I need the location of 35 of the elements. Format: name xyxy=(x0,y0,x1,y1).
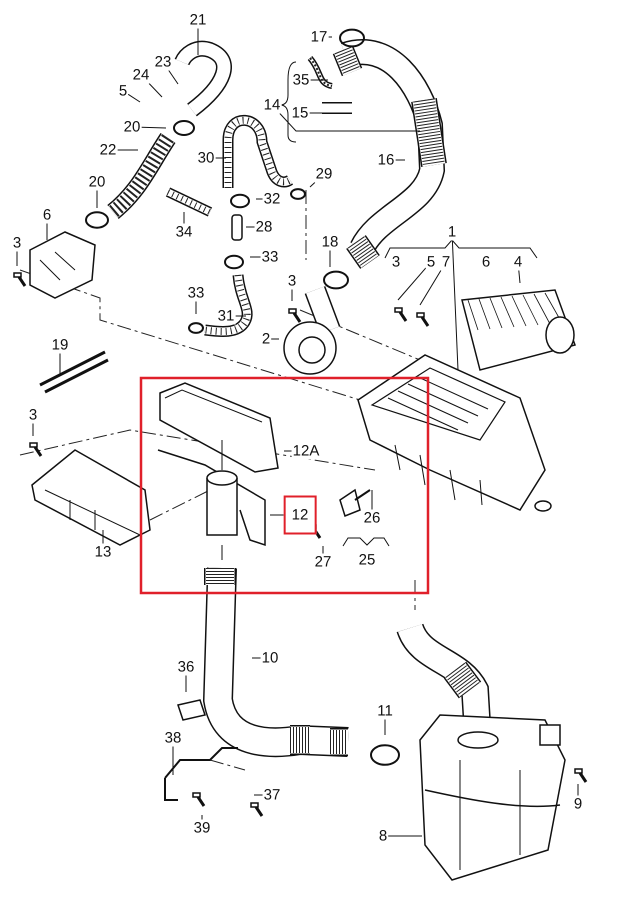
leader-line xyxy=(452,240,458,370)
leader-line xyxy=(398,267,426,300)
callout-number: 29 xyxy=(314,166,334,182)
callout-number: 12A xyxy=(292,442,320,460)
leader-line xyxy=(250,256,262,258)
callout-number: 1 xyxy=(446,224,458,240)
leader-line xyxy=(384,719,386,736)
leader-line xyxy=(96,190,98,208)
leader-line xyxy=(322,546,324,554)
leader-line xyxy=(172,746,174,776)
leader-line xyxy=(279,113,420,132)
leader-line xyxy=(168,70,178,84)
callout-number: 5 xyxy=(426,254,436,270)
leader-line xyxy=(148,83,162,98)
leader-line xyxy=(256,198,264,200)
leader-line xyxy=(310,182,316,188)
leader-line xyxy=(32,423,34,436)
leader-line xyxy=(140,126,166,128)
leader-line xyxy=(284,450,292,452)
leader-line xyxy=(46,223,48,240)
leader-line xyxy=(102,530,104,544)
callout-number: 24 xyxy=(132,66,150,84)
leader-line xyxy=(518,270,520,284)
callout-number: 31 xyxy=(216,308,236,324)
leader-line xyxy=(270,338,280,340)
leader-line xyxy=(254,794,264,796)
callout-number: 12 xyxy=(284,496,316,534)
leader-line xyxy=(246,226,256,228)
leader-line xyxy=(270,514,284,516)
leader-line xyxy=(308,112,340,114)
leader-line xyxy=(420,270,442,306)
callout-number: 14 xyxy=(262,96,282,114)
leader-line xyxy=(128,94,140,102)
leader-line xyxy=(16,251,18,266)
callout-number: 23 xyxy=(154,54,172,70)
